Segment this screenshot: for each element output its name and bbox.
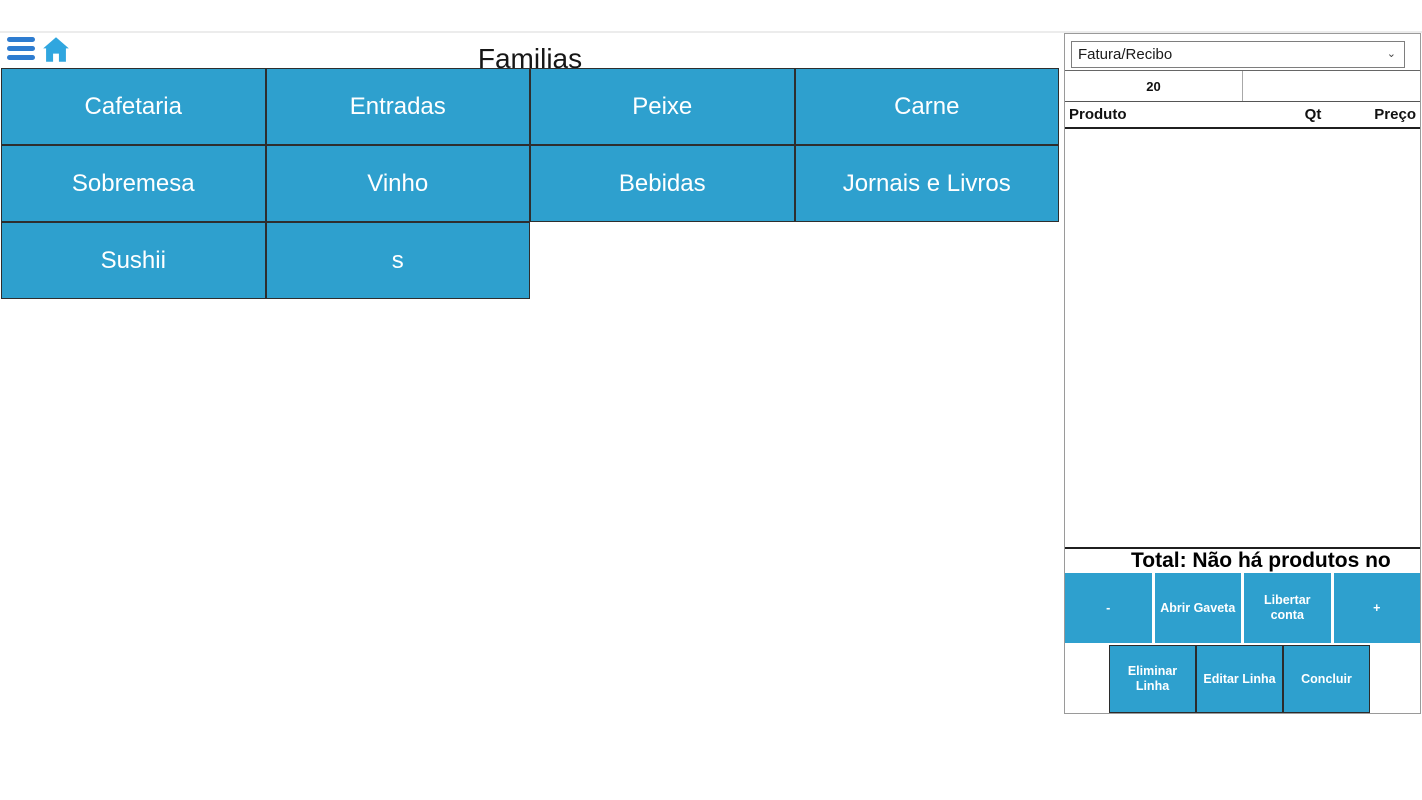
conclude-button[interactable]: Concluir [1283,645,1370,713]
edit-line-button[interactable]: Editar Linha [1196,645,1283,713]
family-button-vinho[interactable]: Vinho [265,145,530,222]
table-number-field[interactable]: 20 [1065,71,1243,101]
home-button[interactable] [42,36,70,63]
cart-info-row: 20 [1065,70,1420,102]
hamburger-menu-icon [7,37,35,42]
hamburger-menu-icon [7,55,35,60]
cart-panel: Fatura/Recibo ⌄ 20 Produto Qt Preço Tota… [1064,33,1421,714]
hamburger-menu-icon [7,46,35,51]
family-button-sobremesa[interactable]: Sobremesa [1,145,266,222]
chevron-down-icon: ⌄ [1386,48,1396,60]
cart-items-list [1065,129,1420,547]
family-button-peixe[interactable]: Peixe [530,68,795,145]
family-button-cafetaria[interactable]: Cafetaria [1,68,266,145]
delete-line-button[interactable]: Eliminar Linha [1109,645,1196,713]
home-icon [43,37,69,62]
family-button-sushii[interactable]: Sushii [1,222,266,299]
family-button-jornais-e-livros[interactable]: Jornais e Livros [794,145,1059,222]
column-header-price: Preço [1374,106,1416,123]
cart-actions-row2: Eliminar Linha Editar Linha Concluir [1109,645,1370,713]
family-button-entradas[interactable]: Entradas [265,68,530,145]
cart-actions-row1: - Abrir Gaveta Libertar conta + [1065,573,1420,643]
top-divider [0,31,1422,33]
empty-grid-cell [530,222,795,299]
column-header-qty: Qt [1304,106,1322,123]
release-account-button[interactable]: Libertar conta [1244,573,1331,643]
secondary-field[interactable] [1243,71,1420,101]
family-button-s[interactable]: s [265,222,530,299]
total-label: Total: Não há produtos no [1065,547,1420,573]
family-button-bebidas[interactable]: Bebidas [530,145,795,222]
families-grid: Cafetaria Entradas Peixe Carne Sobremesa… [1,68,1059,299]
document-type-select[interactable]: Fatura/Recibo ⌄ [1071,41,1405,68]
hamburger-menu-button[interactable] [7,37,35,61]
decrease-button[interactable]: - [1065,573,1152,643]
increase-button[interactable]: + [1333,573,1420,643]
family-button-carne[interactable]: Carne [794,68,1059,145]
empty-grid-cell [795,222,1060,299]
document-type-value: Fatura/Recibo [1078,46,1173,63]
column-header-product: Produto [1069,106,1127,123]
cart-table-header: Produto Qt Preço [1065,102,1420,129]
open-drawer-button[interactable]: Abrir Gaveta [1154,573,1241,643]
